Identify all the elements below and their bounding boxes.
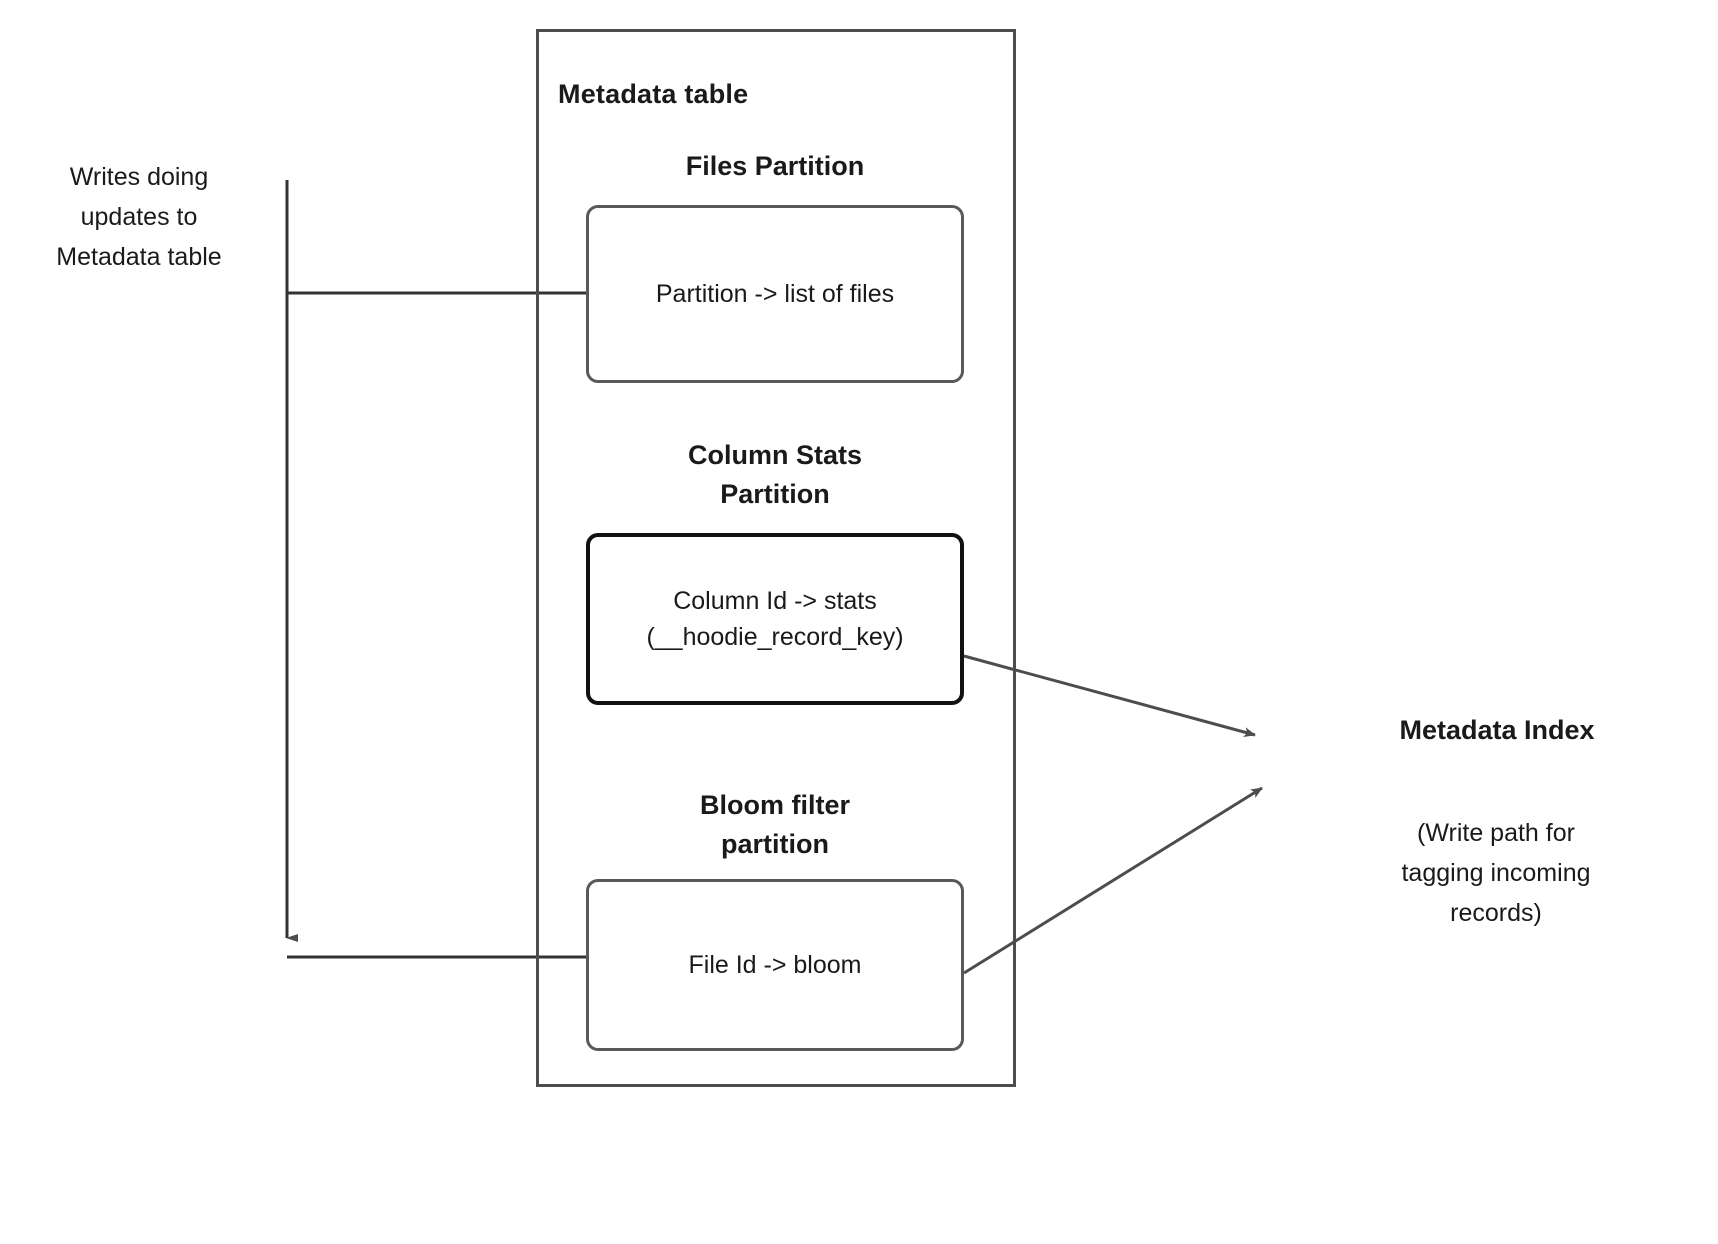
metadata-index-title: Metadata Index bbox=[1399, 715, 1595, 745]
bloom-filter-partition-box-label: File Id -> bloom bbox=[688, 951, 862, 979]
files-partition-box-label: Partition -> list of files bbox=[655, 280, 895, 308]
files-partition-box[interactable]: Partition -> list of files bbox=[586, 205, 964, 383]
metadata-index-note: (Write path for tagging incoming records… bbox=[1290, 813, 1702, 933]
column-stats-partition-title-line-1: Column Stats bbox=[687, 440, 862, 470]
column-stats-partition-title: Column Stats Partition bbox=[565, 436, 985, 514]
bloom-filter-partition-title-line-1: Bloom filter bbox=[699, 790, 850, 820]
bloom-filter-partition-title-line-2: partition bbox=[721, 829, 829, 859]
column-stats-box-line-1: Column Id -> stats bbox=[673, 587, 877, 615]
metadata-table-container bbox=[536, 29, 1016, 1087]
metadata-table-title: Metadata table bbox=[558, 79, 749, 109]
metadata-index-note-line-2: tagging incoming bbox=[1401, 859, 1591, 887]
column-stats-box-line-2: (__hoodie_record_key) bbox=[646, 623, 904, 651]
column-stats-partition-title-line-2: Partition bbox=[720, 479, 830, 509]
bloom-filter-partition-box[interactable]: File Id -> bloom bbox=[586, 879, 964, 1051]
column-stats-partition-box-text: Column Id -> stats (__hoodie_record_key) bbox=[646, 583, 903, 655]
writes-note-line-3: Metadata table bbox=[56, 243, 222, 271]
writes-note-line-1: Writes doing bbox=[69, 163, 209, 191]
writes-note-line-2: updates to bbox=[80, 203, 198, 231]
bloom-filter-partition-title: Bloom filter partition bbox=[565, 786, 985, 864]
column-stats-partition-box[interactable]: Column Id -> stats (__hoodie_record_key) bbox=[586, 533, 964, 705]
metadata-index-note-line-3: records) bbox=[1450, 899, 1542, 927]
writes-note: Writes doing updates to Metadata table bbox=[14, 157, 264, 277]
metadata-index-note-line-1: (Write path for bbox=[1417, 819, 1575, 847]
files-partition-title: Files Partition bbox=[685, 151, 865, 181]
